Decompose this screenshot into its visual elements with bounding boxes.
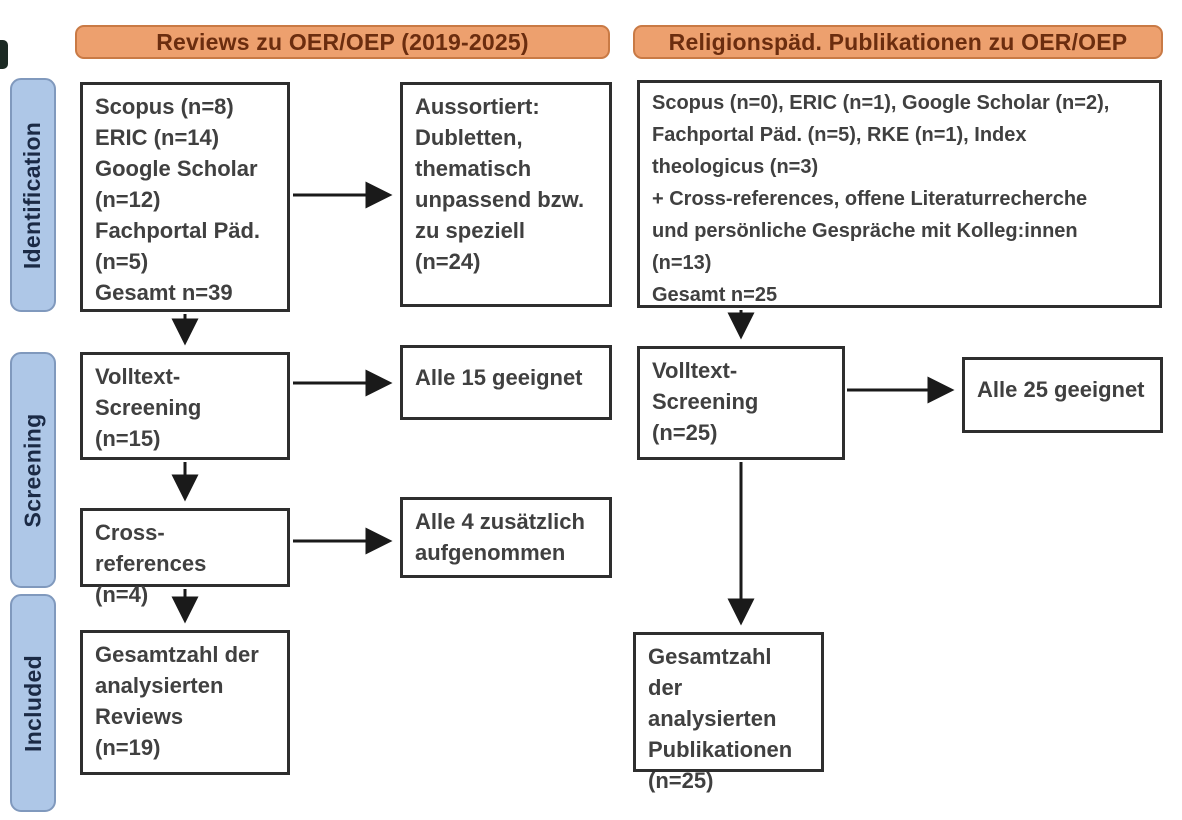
box-left-sources: Scopus (n=8) ERIC (n=14) Google Scholar … [80, 82, 290, 312]
box-left-included-total: Gesamtzahl der analysierten Reviews (n=1… [80, 630, 290, 775]
box-right-fulltext-screening: Volltext- Screening (n=25) [637, 346, 845, 460]
box-right-included-total: Gesamtzahl der analysierten Publikatione… [633, 632, 824, 793]
stage-included-label: Included [19, 654, 46, 752]
box-right-fulltext-result: Alle 25 geeignet [962, 357, 1163, 433]
header-religionspaed-label: Religionspäd. Publikationen zu OER/OEP [668, 28, 1128, 55]
stage-identification-label: Identification [19, 121, 46, 269]
stage-screening: Screening [10, 352, 56, 588]
stage-screening-label: Screening [19, 413, 46, 527]
stage-included: Included [10, 594, 56, 812]
box-left-crossref: Cross-references (n=4) [80, 508, 290, 607]
header-reviews-label: Reviews zu OER/OEP (2019-2025) [156, 28, 529, 55]
box-left-fulltext-result: Alle 15 geeignet [400, 345, 612, 420]
box-right-sources: Scopus (n=0), ERIC (n=1), Google Scholar… [637, 80, 1162, 308]
stage-identification: Identification [10, 78, 56, 312]
box-left-fulltext-screening: Volltext- Screening (n=15) [80, 352, 290, 460]
box-left-excluded: Aussortiert: Dubletten, thematisch unpas… [400, 82, 612, 307]
header-religionspaed: Religionspäd. Publikationen zu OER/OEP [633, 25, 1163, 59]
box-left-crossref-result: Alle 4 zusätzlich aufgenommen [400, 497, 612, 578]
clipped-edge-shape [0, 40, 8, 69]
header-reviews: Reviews zu OER/OEP (2019-2025) [75, 25, 610, 59]
